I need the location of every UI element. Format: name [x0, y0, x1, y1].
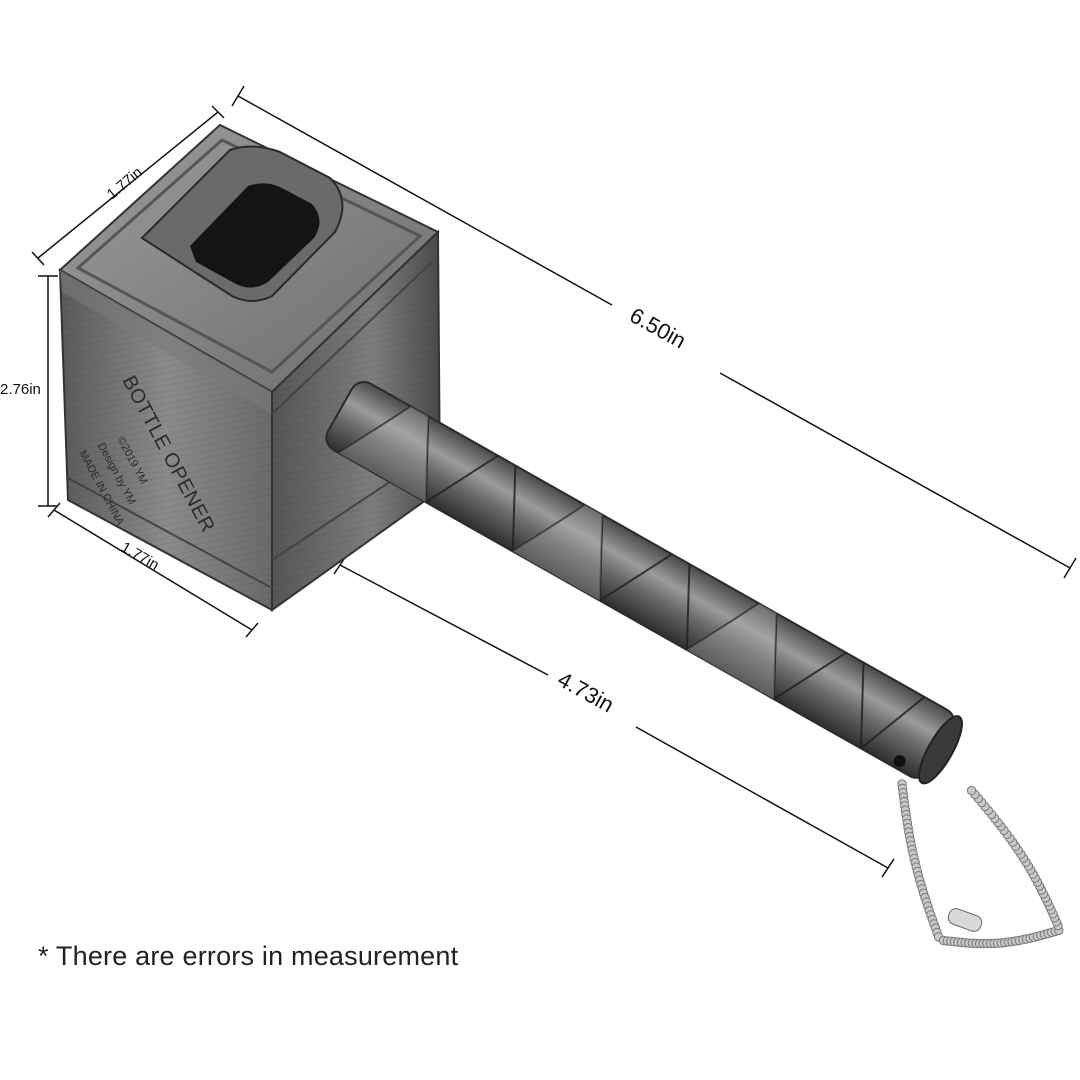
dim-overall-length-label: 6.50in: [626, 303, 691, 354]
dim-handle-line-a: [339, 564, 549, 676]
dim-bottom-width-line: [53, 509, 253, 631]
dimension-lines: [31, 85, 1077, 878]
dim-overall-line-b: [719, 372, 1071, 569]
dim-top-depth-line: [37, 111, 219, 259]
measurement-note: * There are errors in measurement: [38, 941, 459, 971]
chain-clasp: [947, 908, 983, 932]
dim-height-label: 2.76in: [0, 381, 41, 398]
dim-overall-line-a: [237, 95, 613, 306]
dim-handle-line-b: [635, 726, 889, 869]
chain-bead: [966, 785, 977, 796]
dim-handle-length-label: 4.73in: [554, 667, 619, 718]
ball-chain: [897, 779, 1064, 949]
hammer-handle: [325, 381, 963, 785]
